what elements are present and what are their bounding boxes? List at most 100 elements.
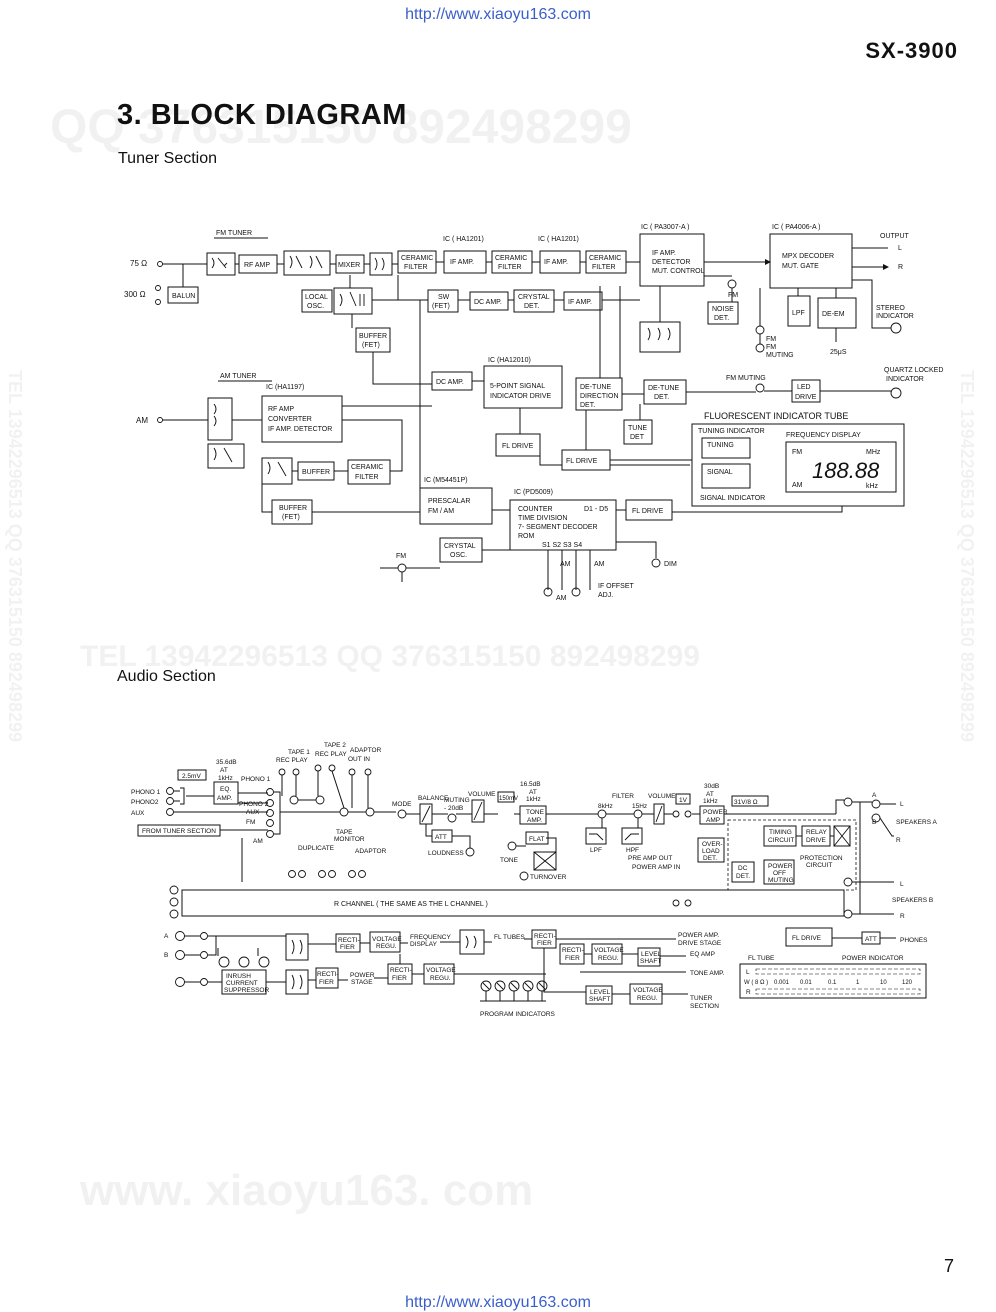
- fluorescent-tube-label: FLUORESCENT INDICATOR TUBE: [704, 411, 848, 421]
- at-1khz-c-l2: 1kHz: [703, 798, 718, 805]
- fl-tube-label: FL TUBE: [748, 955, 775, 962]
- amrf-l2: CONVERTER: [268, 416, 312, 423]
- transformer-icon: [291, 939, 303, 955]
- sw-l2: (FET): [432, 303, 450, 310]
- led-l2: DRIVE: [795, 394, 817, 401]
- display-mhz: MHz: [866, 449, 881, 456]
- tape-jack-icon: [314, 764, 322, 772]
- tape-jack-icon: [292, 768, 300, 776]
- amcf-l1: CERAMIC: [351, 464, 383, 471]
- tape-monitor-l1: TAPE: [336, 829, 353, 836]
- balun-label: BALUN: [172, 293, 195, 300]
- s-pins-label: S1 S2 S3 S4: [542, 542, 582, 549]
- dcdet-l2: DET.: [736, 873, 750, 880]
- local-osc-block: [301, 289, 333, 313]
- vreg4-l2: REGU.: [637, 995, 658, 1002]
- power-indicator-tube: [739, 963, 927, 999]
- loudness-label: LOUDNESS: [428, 850, 464, 857]
- protection-l1: PROTECTION: [800, 855, 843, 862]
- jack-icon: [166, 797, 174, 805]
- osc-tank: [333, 287, 373, 315]
- att-label: ATT: [435, 834, 447, 841]
- selector-switch-icon: [266, 788, 274, 796]
- tone-switch-icon: [507, 841, 517, 851]
- vreg2-l2: REGU.: [430, 975, 451, 982]
- watermark-tel: TEL 13942296513 QQ 376315150 892498299: [80, 640, 700, 673]
- tape2-l2: REC PLAY: [315, 751, 347, 758]
- r-jack-icon: [169, 897, 179, 907]
- am-pin-3: AM: [556, 595, 567, 602]
- program-indicators-label: PROGRAM INDICATORS: [480, 1011, 556, 1018]
- lpf-block: [787, 295, 811, 327]
- source-url-top[interactable]: http://www.xiaoyu163.com: [405, 6, 591, 23]
- pa-drive-l1: POWER AMP.: [678, 932, 719, 939]
- losc-l1: LOCAL: [305, 294, 328, 301]
- sel-phono2: PHONO 2: [239, 801, 269, 808]
- tone-amp-out-label: TONE AMP.: [690, 970, 725, 977]
- fl-drive-audio-label: FL DRIVE: [792, 935, 822, 942]
- ifd-l3: MUT. CONTROL: [652, 268, 705, 275]
- cf3-l2: FILTER: [592, 264, 616, 271]
- pom-l2: OFF: [773, 870, 786, 877]
- pom-l1: POWER: [768, 863, 793, 870]
- switch-icon: [755, 325, 765, 335]
- rect1-l1: RECTI-: [338, 937, 360, 944]
- tuned-coil-icon: [213, 447, 233, 463]
- watermark-site: www. xiaoyu163. com: [80, 1166, 534, 1215]
- protection-l2: CIRCUIT: [806, 862, 832, 869]
- rect3-l2: FIER: [319, 979, 334, 986]
- level-shaft-1: [637, 947, 661, 967]
- level-35-6db: 35.6dB: [216, 759, 237, 766]
- vreg3-l1: VOLTAGE: [594, 947, 624, 954]
- turnover-label: TURNOVER: [530, 874, 567, 881]
- de-em-block: [817, 297, 857, 329]
- adaptor-top-l2: OUT IN: [348, 756, 370, 763]
- pi-r: R: [746, 989, 751, 996]
- sel-phono1: PHONO 1: [241, 776, 271, 783]
- tape-jack-icon: [328, 764, 336, 772]
- power-amp-in-label: POWER AMP IN: [632, 864, 681, 871]
- watermark-side-left: TEL 13942296513 QQ 376315150 892498299: [5, 370, 25, 742]
- source-url-bottom[interactable]: http://www.xiaoyu163.com: [405, 1294, 591, 1311]
- sel-am: AM: [253, 838, 263, 845]
- am-pin-1: AM: [560, 561, 571, 568]
- power-in-jack-icon: [684, 810, 692, 818]
- transformer-icon: [374, 257, 385, 271]
- if-transformer: [369, 252, 393, 276]
- ifd-l1: IF AMP.: [652, 250, 676, 257]
- bf2-l2: (FET): [282, 514, 300, 521]
- audio-diagram: PHONO 1 PHONO2 AUX FROM TUNER SECTION 2.…: [131, 742, 937, 1018]
- volume-label: VOLUME: [468, 791, 496, 798]
- tape1-l1: TAPE 1: [288, 749, 310, 756]
- at-1khz-c-l1: AT: [706, 791, 714, 798]
- page-number: 7: [944, 1256, 955, 1276]
- amcf-l2: FILTER: [355, 474, 379, 481]
- inrush-l3: SUPPRESSOR: [224, 987, 269, 994]
- am-osc-coil: [261, 457, 293, 485]
- cnt-l2: TIME DIVISION: [518, 515, 567, 522]
- spk-b-r: R: [900, 913, 905, 920]
- signal-drive-block: [483, 365, 563, 409]
- rf-tuned-coil: [206, 252, 236, 276]
- d1-d5-label: D1 - D5: [584, 506, 608, 513]
- cdet-l1: CRYSTAL: [518, 294, 550, 301]
- signal-label: SIGNAL: [707, 469, 733, 476]
- level-shaft-2: [585, 985, 613, 1005]
- at-1khz-b-l2: 1kHz: [526, 796, 541, 803]
- quartz-l1: QUARTZ LOCKED: [884, 367, 943, 374]
- ac-plug-icon: [175, 977, 185, 987]
- tuned-coil-icon: [339, 291, 365, 307]
- at-1khz-b-l1: AT: [529, 789, 537, 796]
- noise-det-block: [707, 301, 739, 325]
- cosc-l1: CRYSTAL: [444, 543, 476, 550]
- hpf-curve-icon: [624, 833, 639, 841]
- relay-l1: RELAY: [806, 829, 827, 836]
- terminal-icon: [157, 261, 163, 267]
- signal-indicator-label: SIGNAL INDICATOR: [700, 495, 765, 502]
- output-l: L: [898, 245, 902, 252]
- inrush-l1: INRUSH: [226, 973, 251, 980]
- transformer-1: [285, 933, 309, 961]
- tuning-meter: [701, 437, 751, 459]
- hpf-label: HPF: [626, 847, 639, 854]
- output-label: OUTPUT: [880, 233, 910, 240]
